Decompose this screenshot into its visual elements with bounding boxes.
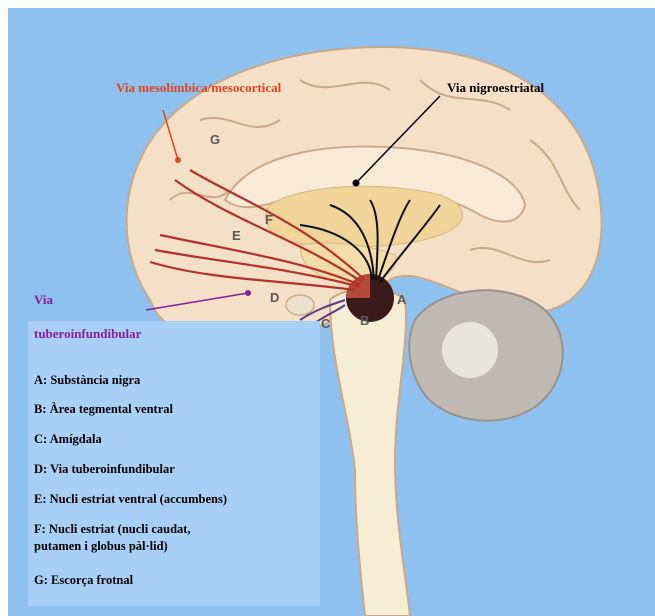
- tubero-label-line2: tuberoinfundibular: [34, 326, 141, 342]
- legend-item-c: C: Amígdala: [34, 431, 102, 448]
- marker-c: C: [321, 316, 330, 331]
- marker-a: A: [397, 292, 406, 307]
- legend-item-f: F: Nucli estriat (nucli caudat,: [34, 521, 191, 538]
- legend-item-g: G: Escorça frotnal: [34, 572, 133, 589]
- nigrostriatal-dot: [353, 180, 360, 187]
- marker-f: F: [265, 212, 273, 227]
- mesolimbic-label: Via mesolímbica/mesocortical: [116, 80, 281, 96]
- tubero-label-line1: Via: [34, 292, 53, 308]
- legend-item-d: D: Via tuberoinfundibular: [34, 461, 175, 478]
- nigrostriatal-label: Via nigroestriatal: [447, 80, 544, 96]
- marker-b: B: [360, 313, 369, 328]
- cerebellum-white-matter: [442, 322, 498, 378]
- mesolimbic-dot: [175, 157, 181, 163]
- marker-g: G: [210, 132, 220, 147]
- legend-item-e: E: Nucli estriat ventral (accumbens): [34, 491, 227, 508]
- tubero-dot: [245, 290, 251, 296]
- marker-d: D: [270, 290, 279, 305]
- legend-item-b: B: Àrea tegmental ventral: [34, 401, 173, 418]
- legend-item-a: A: Substància nigra: [34, 372, 140, 389]
- marker-e: E: [232, 228, 241, 243]
- amygdala-region: [286, 295, 314, 315]
- legend-item-f-cont: putamen i globus pàl·lid): [34, 538, 168, 555]
